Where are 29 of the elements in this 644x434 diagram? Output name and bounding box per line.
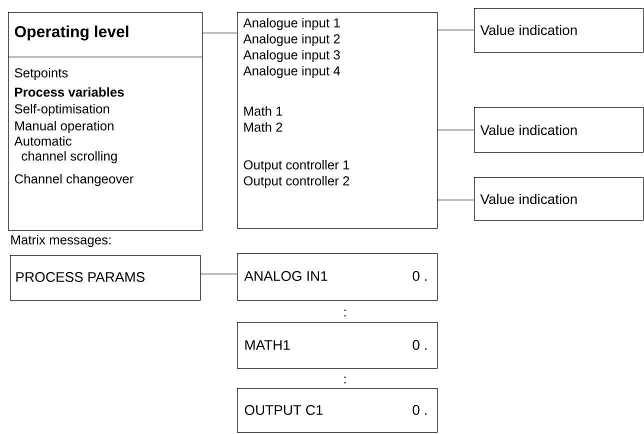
item-text: Self-optimisation [14,104,110,116]
box-text: Value indication [480,194,577,204]
item-text: Process variables [15,87,124,97]
item-text: Manual operation [15,120,114,134]
item-text: Analogue input 1 [243,18,340,30]
item-text: Output controller 2 [244,176,350,188]
value-readout: 0 . [412,271,426,281]
item-text: Automatic channel scrolling [14,136,117,164]
connector-line [202,32,238,34]
message-text: MATH1 [245,340,290,350]
item-text: Analogue input 2 [243,34,340,46]
item-text: Math 1 [244,106,282,116]
ellipsis-mark: : [344,376,346,384]
message-text: OUTPUT C1 [244,405,323,415]
item-text: Output controller 1 [244,160,350,172]
item-text: Setpoints [14,68,68,80]
message-text: ANALOG IN1 [244,271,328,281]
item-text: Analogue input 3 [243,50,340,62]
box-text: Value indication [480,24,577,36]
value-readout: 0 . [412,405,426,415]
value-readout: 0 . [412,340,426,350]
item-text: Analogue input 4 [243,66,340,78]
item-text: Channel changeover [14,174,134,186]
heading: Operating level [14,26,128,40]
item-text: Math 2 [244,122,282,132]
caption-text: Matrix messages: [11,234,110,248]
box-text: Value indication [480,124,577,136]
ellipsis-mark: : [344,310,346,316]
message-text: PROCESS PARAMS [16,272,145,282]
